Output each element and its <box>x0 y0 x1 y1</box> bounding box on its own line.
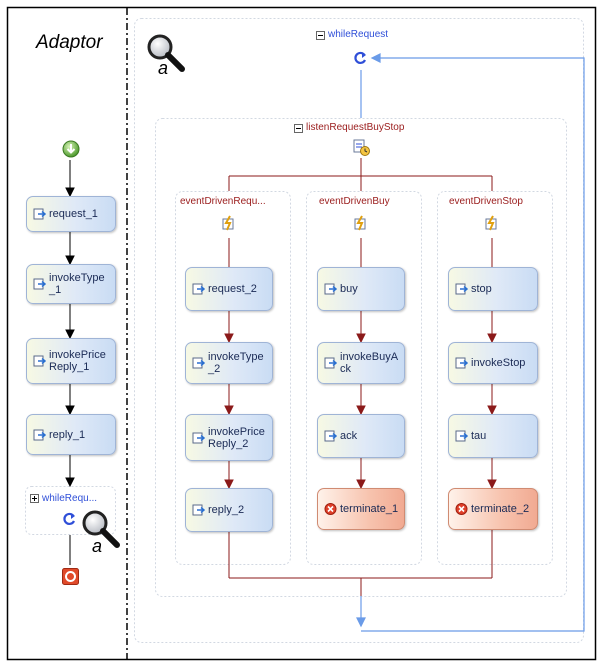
activity-label: invokePrice Reply_1 <box>49 349 106 373</box>
activity-icon <box>192 504 205 516</box>
activity-label: terminate_1 <box>340 503 399 515</box>
activity-invoke-price-reply-2[interactable]: invokePrice Reply_2 <box>185 414 273 461</box>
terminate-icon <box>324 503 337 515</box>
activity-icon <box>324 283 337 295</box>
activity-invoke-buy-ack[interactable]: invokeBuyA ck <box>317 342 405 384</box>
loop-icon <box>63 512 76 526</box>
activity-request-1[interactable]: request_1 <box>26 196 116 232</box>
event-icon <box>222 215 234 231</box>
annotation-a-bottom: a <box>92 536 103 556</box>
activity-invoke-type-2[interactable]: invokeType _2 <box>185 342 273 384</box>
activity-label: buy <box>340 283 358 295</box>
activity-icon <box>33 355 46 367</box>
start-icon <box>62 140 80 158</box>
activity-icon <box>455 430 468 442</box>
activity-label: invokeType _2 <box>208 351 264 375</box>
adaptor-title: Adaptor <box>36 32 103 53</box>
annotation-a-top: a <box>158 58 169 78</box>
event-icon <box>354 215 366 231</box>
activity-terminate-2[interactable]: terminate_2 <box>448 488 538 530</box>
activity-request-2[interactable]: request_2 <box>185 267 273 311</box>
activity-tau[interactable]: tau <box>448 414 538 458</box>
activity-icon <box>192 432 205 443</box>
terminate-icon <box>455 503 468 515</box>
branch-label-stop: eventDrivenStop <box>449 196 523 207</box>
zoom-icon <box>147 34 185 72</box>
collapse-icon[interactable] <box>316 31 325 40</box>
activity-invoke-type-1[interactable]: invokeType _1 <box>26 264 116 304</box>
activity-label: terminate_2 <box>471 503 530 515</box>
collapse-icon[interactable] <box>294 124 303 133</box>
activity-invoke-stop[interactable]: invokeStop <box>448 342 538 384</box>
expand-icon[interactable] <box>30 494 39 503</box>
activity-icon <box>33 429 46 440</box>
listen-icon <box>353 139 370 156</box>
activity-invoke-price-reply-1[interactable]: invokePrice Reply_1 <box>26 338 116 384</box>
activity-label: tau <box>471 430 487 442</box>
activity-label: reply_1 <box>49 428 86 441</box>
activity-stop[interactable]: stop <box>448 267 538 311</box>
activity-label: invokeStop <box>471 357 526 369</box>
activity-icon <box>33 278 46 290</box>
zoom-icon <box>82 510 120 548</box>
activity-icon <box>455 283 468 295</box>
while-request-label: whileRequest <box>328 29 389 40</box>
end-icon <box>62 568 79 585</box>
activity-icon <box>324 357 337 369</box>
activity-label: request_1 <box>49 208 98 220</box>
activity-icon <box>192 357 205 369</box>
branch-label-request: eventDrivenRequ... <box>180 196 266 207</box>
activity-buy[interactable]: buy <box>317 267 405 311</box>
branch-label-buy: eventDrivenBuy <box>319 196 390 207</box>
activity-icon <box>192 283 205 295</box>
activity-label: ack <box>340 430 358 442</box>
activity-terminate-1[interactable]: terminate_1 <box>317 488 405 530</box>
activity-reply-1[interactable]: reply_1 <box>26 414 116 455</box>
activity-label: request_2 <box>208 283 257 295</box>
activity-label: invokeType _1 <box>49 272 105 296</box>
activity-label: invokePrice Reply_2 <box>208 425 265 450</box>
activity-label: reply_2 <box>208 504 245 516</box>
activity-label: stop <box>471 283 492 295</box>
activity-ack[interactable]: ack <box>317 414 405 458</box>
activity-label: invokeBuyA ck <box>340 351 399 375</box>
left-loop-label: whileRequ... <box>42 493 98 504</box>
listen-label: listenRequestBuyStop <box>306 122 405 133</box>
event-icon <box>485 215 497 231</box>
activity-icon <box>33 208 46 220</box>
activity-icon <box>324 430 337 442</box>
activity-icon <box>455 357 468 369</box>
loop-icon <box>354 51 367 65</box>
activity-reply-2[interactable]: reply_2 <box>185 488 273 532</box>
